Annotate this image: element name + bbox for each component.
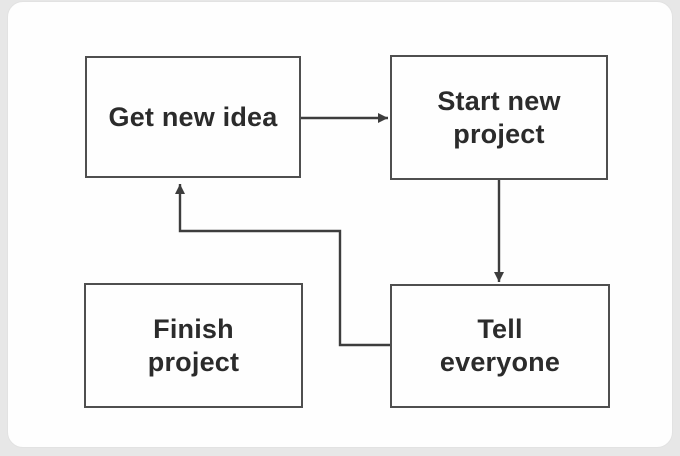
node-get-new-idea: Get new idea	[85, 56, 301, 178]
node-finish-project-label: Finish project	[147, 313, 240, 377]
node-start-new-project-label: Start new project	[437, 85, 561, 149]
node-tell-everyone: Tell everyone	[390, 284, 610, 408]
node-finish-project: Finish project	[84, 283, 303, 408]
node-tell-everyone-label: Tell everyone	[439, 314, 561, 377]
node-start-new-project: Start new project	[390, 55, 608, 180]
node-get-new-idea-label: Get new idea	[108, 101, 278, 132]
